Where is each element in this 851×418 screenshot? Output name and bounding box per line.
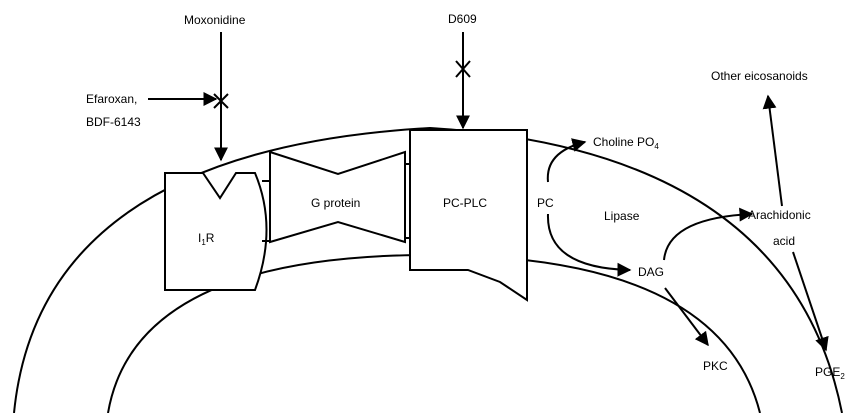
pc-label: PC bbox=[537, 196, 554, 210]
efaroxan-label-line2: BDF-6143 bbox=[86, 115, 141, 129]
other-eicosanoids-label: Other eicosanoids bbox=[711, 69, 808, 83]
g-protein-label: G protein bbox=[311, 196, 360, 210]
receptor-label: I1R bbox=[198, 231, 215, 247]
dag-label: DAG bbox=[638, 265, 664, 279]
arachidonic-arrow bbox=[664, 214, 752, 260]
pkc-arrow bbox=[665, 288, 708, 345]
pge2-label: PGE2 bbox=[815, 365, 845, 381]
moxonidine-label: Moxonidine bbox=[184, 13, 246, 27]
i1-receptor-shape bbox=[165, 173, 267, 290]
choline-label: Choline PO4 bbox=[593, 135, 659, 151]
efaroxan-label-line1: Efaroxan, bbox=[86, 92, 137, 106]
pkc-label: PKC bbox=[703, 359, 728, 373]
choline-arrow bbox=[548, 142, 585, 182]
pc-plc-shape bbox=[410, 130, 527, 300]
arachidonic-label-line1: Arachidonic bbox=[748, 208, 811, 222]
pc-plc-label: PC-PLC bbox=[443, 196, 487, 210]
eicosanoids-arrow bbox=[768, 96, 782, 206]
pge2-arrow bbox=[793, 252, 826, 350]
arachidonic-label-line2: acid bbox=[773, 234, 795, 248]
d609-label: D609 bbox=[448, 12, 477, 26]
lipase-label: Lipase bbox=[604, 209, 640, 223]
